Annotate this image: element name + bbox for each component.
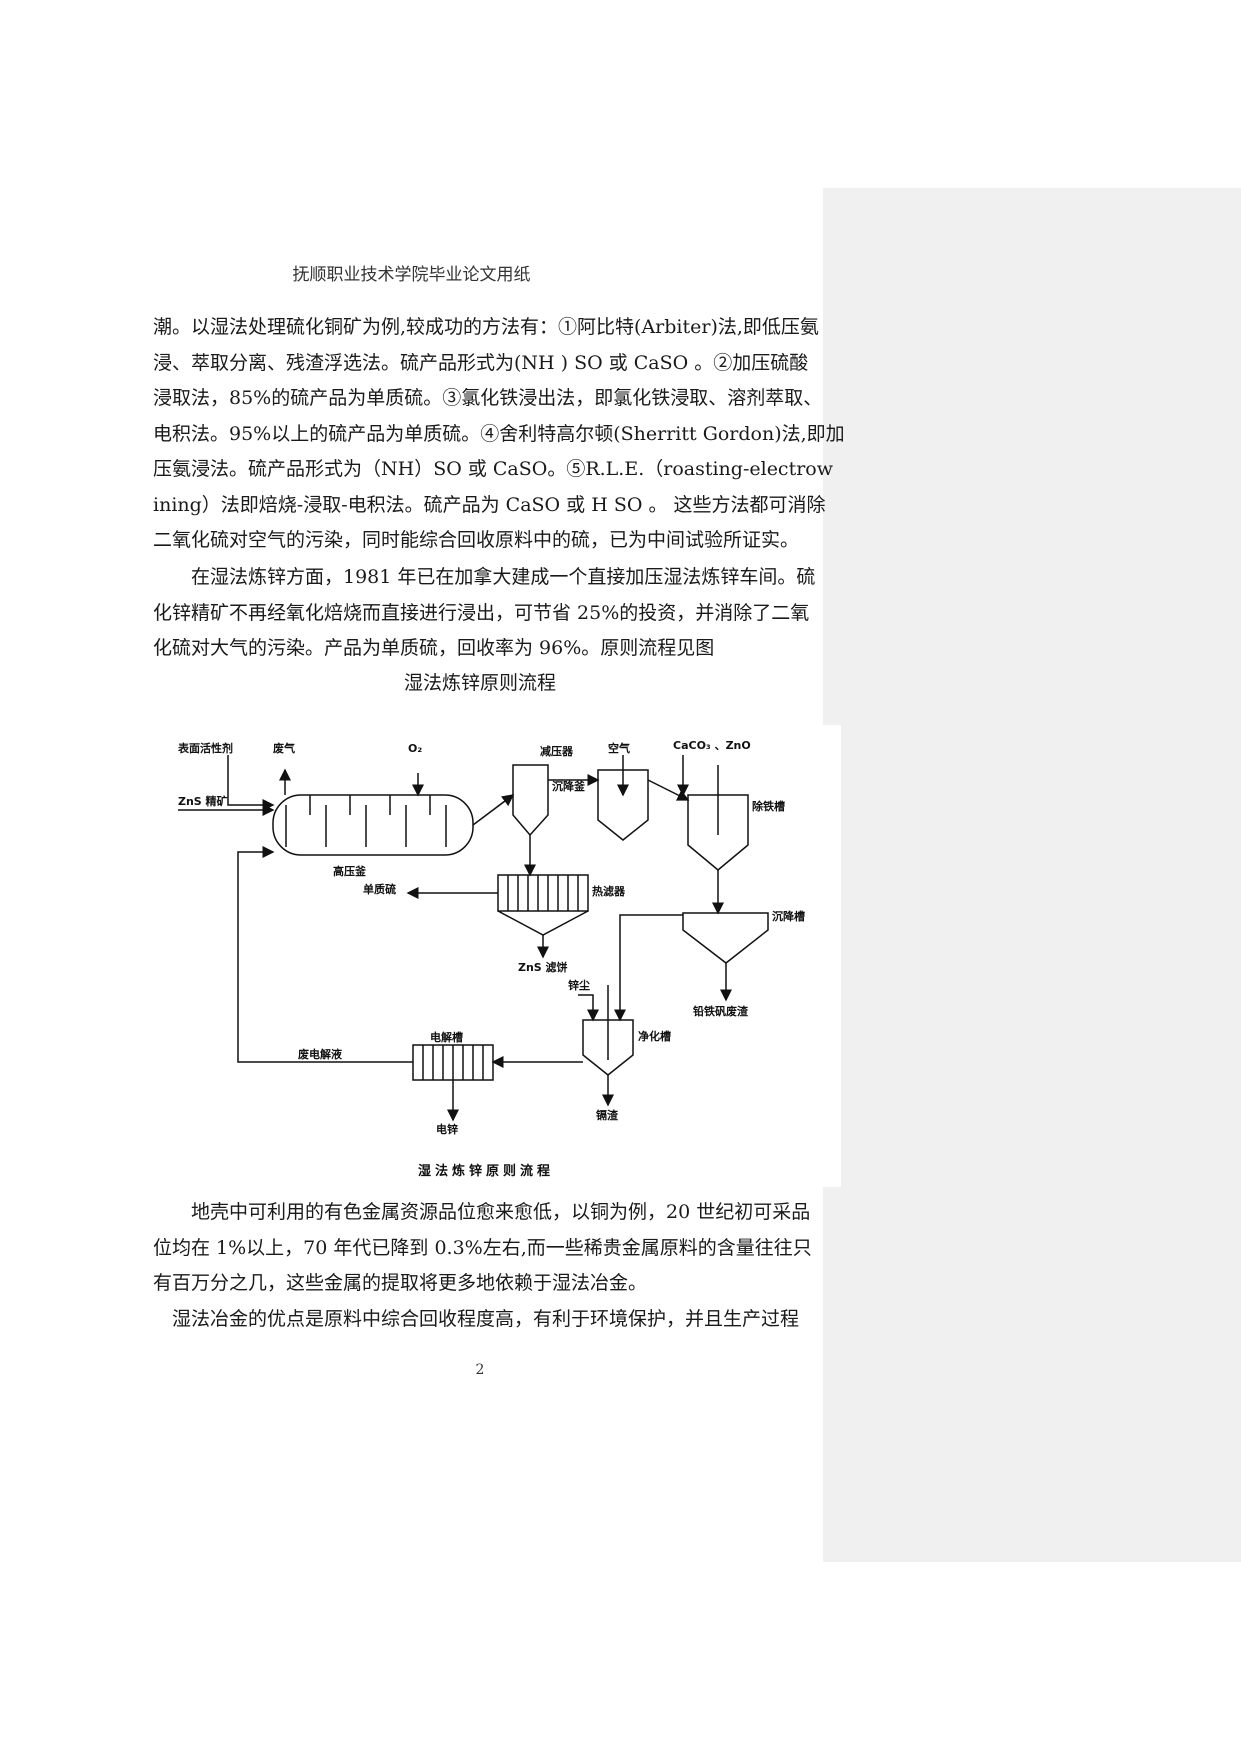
text-line: 浸取法，85%的硫产品为单质硫。③氯化铁浸出法，即氯化铁浸取、溶剂萃取、 bbox=[153, 387, 823, 409]
label-lead-jarosite-residue: 铅铁矾废渣 bbox=[693, 1004, 749, 1018]
label-settling-kettle: 沉降釜 bbox=[552, 779, 586, 793]
label-electrolytic-cell: 电解槽 bbox=[430, 1030, 463, 1044]
autoclave-shape bbox=[272, 794, 474, 856]
text-line: 有百万分之几，这些金属的提取将更多地依赖于湿法冶金。 bbox=[153, 1272, 648, 1294]
text-line: 地壳中可利用的有色金属资源品位愈来愈低，以铜为例，20 世纪初可采品 bbox=[191, 1201, 811, 1223]
label-electrolytic-zinc: 电锌 bbox=[436, 1122, 458, 1136]
label-pressure-reducer: 减压器 bbox=[540, 744, 574, 758]
comment-pane bbox=[823, 188, 1241, 1562]
settling-tank-2-shape bbox=[682, 912, 769, 964]
label-spent-electrolyte: 废电解液 bbox=[298, 1047, 343, 1061]
diagram-caption: 湿法炼锌原则流程 bbox=[418, 1163, 554, 1179]
label-elemental-sulfur: 单质硫 bbox=[363, 882, 396, 896]
label-zns-concentrate: ZnS 精矿 bbox=[178, 794, 228, 808]
figure-title: 湿法炼锌原则流程 bbox=[403, 672, 556, 694]
label-zns-filter-cake: ZnS 滤饼 bbox=[518, 960, 568, 974]
text-line: 湿法冶金的优点是原料中综合回收程度高，有利于环境保护，并且生产过程 bbox=[172, 1308, 800, 1330]
label-reagents: CaCO₃ 、ZnO bbox=[673, 739, 751, 752]
label-settling-tank: 沉降槽 bbox=[772, 909, 805, 923]
text-line: 潮。以湿法处理硫化铜矿为例,较成功的方法有：①阿比特(Arbiter)法,即低压… bbox=[153, 316, 819, 338]
paragraph-2: 在湿法炼锌方面，1981 年已在加拿大建成一个直接加压湿法炼锌车间。硫 化锌精矿… bbox=[153, 560, 815, 667]
text-line: 在湿法炼锌方面，1981 年已在加拿大建成一个直接加压湿法炼锌车间。硫 bbox=[191, 566, 816, 588]
label-iron-removal-tank: 除铁槽 bbox=[752, 799, 785, 813]
paragraph-3: 地壳中可利用的有色金属资源品位愈来愈低，以铜为例，20 世纪初可采品 位均在 1… bbox=[153, 1195, 815, 1302]
text-line: 化锌精矿不再经氧化焙烧而直接进行浸出，可节省 25%的投资，并消除了二氧 bbox=[153, 601, 810, 624]
label-oxygen: O₂ bbox=[408, 742, 422, 755]
page-number: 2 bbox=[475, 1362, 485, 1378]
hot-filter-shape bbox=[497, 874, 589, 912]
label-autoclave: 高压釜 bbox=[333, 864, 367, 878]
label-cadmium-residue: 镉渣 bbox=[596, 1108, 619, 1122]
text-line: ining）法即焙烧-浸取-电积法。硫产品为 CaSO 或 H SO 。 这些方… bbox=[153, 493, 826, 516]
label-surfactant: 表面活性剂 bbox=[177, 741, 233, 755]
text-line: 二氧化硫对空气的污染，同时能综合回收原料中的硫，已为中间试验所证实。 bbox=[153, 529, 800, 551]
iron-removal-tank-shape bbox=[687, 794, 749, 871]
settling-kettle-1-shape bbox=[512, 764, 549, 837]
label-air: 空气 bbox=[608, 741, 630, 755]
text-line: 浸、萃取分离、残渣浮选法。硫产品形式为(NH ) SO 或 CaSO 。②加压硫… bbox=[153, 351, 809, 374]
flow-diagram-svg: 表面活性剂 废气 O₂ 空气 CaCO₃ 、ZnO 减压器 ZnS 精矿 沉降釜… bbox=[177, 739, 805, 1179]
pressure-reducer-shape bbox=[597, 769, 649, 841]
label-hot-filter: 热滤器 bbox=[592, 884, 626, 898]
text-line: 化硫对大气的污染。产品为单质硫，回收率为 96%。原则流程见图 bbox=[153, 637, 715, 659]
paragraph-4: 湿法冶金的优点是原料中综合回收程度高，有利于环境保护，并且生产过程 bbox=[153, 1302, 815, 1338]
page-header: 抚顺职业技术学院毕业论文用纸 bbox=[292, 265, 531, 285]
label-waste-gas: 废气 bbox=[273, 741, 295, 755]
text-line: 电积法。95%以上的硫产品为单质硫。④舍利特高尔顿(Sherritt Gordo… bbox=[153, 422, 845, 445]
process-flow-diagram: 表面活性剂 废气 O₂ 空气 CaCO₃ 、ZnO 减压器 ZnS 精矿 沉降釜… bbox=[168, 725, 841, 1187]
label-zinc-dust: 锌尘 bbox=[568, 978, 590, 992]
text-line: 压氨浸法。硫产品形式为（NH）SO 或 CaSO。⑤R.L.E.（roastin… bbox=[153, 458, 833, 480]
paragraph-1: 潮。以湿法处理硫化铜矿为例,较成功的方法有：①阿比特(Arbiter)法,即低压… bbox=[153, 310, 845, 559]
label-purification-tank: 净化槽 bbox=[638, 1029, 671, 1043]
text-line: 位均在 1%以上，70 年代已降到 0.3%左右,而一些稀贵金属原料的含量往往只 bbox=[153, 1236, 812, 1259]
